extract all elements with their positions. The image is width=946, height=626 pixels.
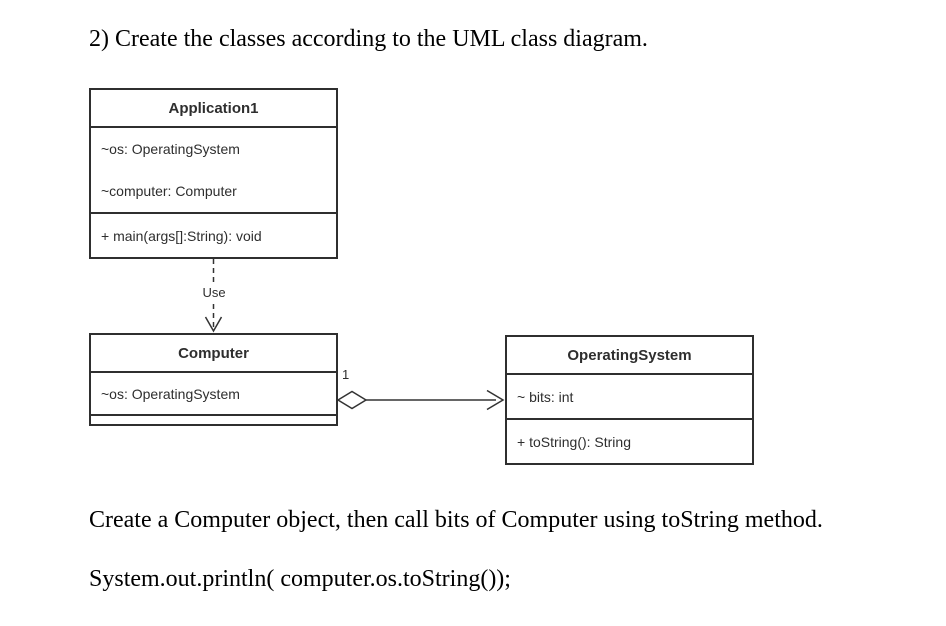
open-diamond-icon xyxy=(336,390,368,410)
class-attributes-section: ~ bits: int xyxy=(507,375,752,418)
class-title: OperatingSystem xyxy=(507,337,752,375)
open-arrowhead-icon xyxy=(486,389,505,411)
class-title: Application1 xyxy=(91,90,336,128)
uml-class-computer: Computer ~os: OperatingSystem xyxy=(89,333,338,426)
class-methods-section: + main(args[]:String): void xyxy=(91,212,336,257)
class-attribute: ~os: OperatingSystem xyxy=(101,141,240,157)
uml-class-operatingsystem: OperatingSystem ~ bits: int + toString()… xyxy=(505,335,754,465)
use-dependency-label: Use xyxy=(197,285,231,301)
class-method: + toString(): String xyxy=(517,433,631,450)
multiplicity-label: 1 xyxy=(340,367,352,383)
class-methods-section xyxy=(91,414,336,424)
uml-class-application1: Application1 ~os: OperatingSystem ~compu… xyxy=(89,88,338,259)
class-title: Computer xyxy=(91,335,336,373)
class-attributes-section: ~os: OperatingSystem ~computer: Computer xyxy=(91,128,336,212)
class-attributes-section: ~os: OperatingSystem xyxy=(91,373,336,414)
class-method: + main(args[]:String): void xyxy=(101,227,262,244)
class-methods-section: + toString(): String xyxy=(507,418,752,463)
assignment-heading: 2) Create the classes according to the U… xyxy=(89,26,648,52)
class-attribute: ~ bits: int xyxy=(517,388,574,405)
code-text: System.out.println( computer.os.toString… xyxy=(89,566,511,592)
class-attribute: ~os: OperatingSystem xyxy=(101,385,240,402)
instruction-text: Create a Computer object, then call bits… xyxy=(89,507,823,533)
aggregation-connector-icon xyxy=(336,389,505,411)
class-attribute: ~computer: Computer xyxy=(101,183,237,199)
